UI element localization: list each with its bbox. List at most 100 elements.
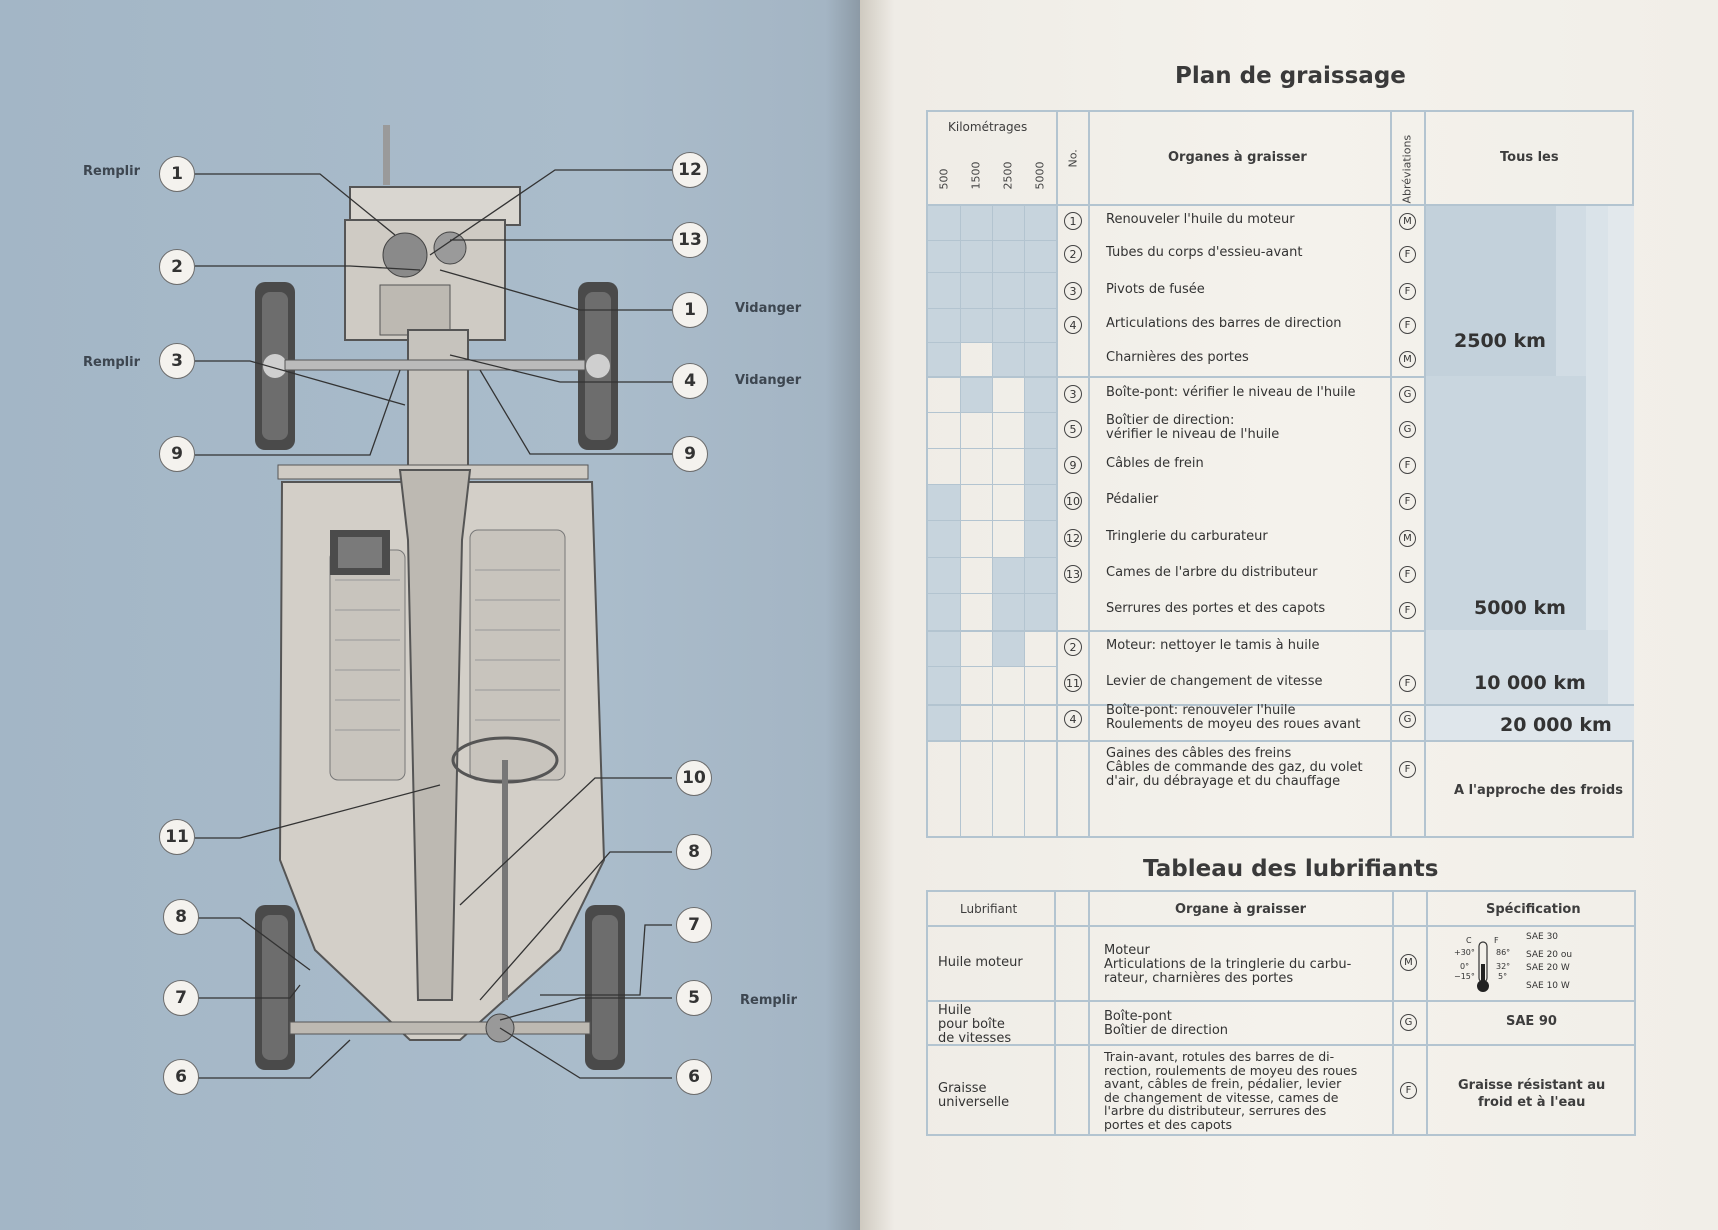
km-shade-1500-a <box>960 206 992 343</box>
spec-sae20w: SAE 20 W <box>1526 963 1570 973</box>
grid-v1 <box>960 206 961 838</box>
plan-row-text: Câbles de frein <box>1106 456 1204 471</box>
plan-row-text: Gaines des câbles des freins Câbles de c… <box>1106 746 1363 789</box>
plan-row-text: Boîte-pont: vérifier le niveau de l'huil… <box>1106 385 1356 400</box>
callout-6-left: 6 <box>163 1059 199 1095</box>
plan-row-text: Levier de changement de vitesse <box>1106 674 1323 689</box>
header-km-5000: 5000 <box>1033 161 1047 190</box>
plan-row-text: Cames de l'arbre du distributeur <box>1106 565 1318 580</box>
grid-v3 <box>1024 206 1025 838</box>
km-shade-500-a <box>928 206 960 376</box>
thermo-cm15: −15° <box>1454 972 1475 981</box>
grid-h-km <box>928 240 1056 241</box>
right-page-tables: Plan de graissage <box>860 0 1718 1230</box>
grid-h-header <box>928 204 1634 206</box>
plan-row-abbreviation: F <box>1399 675 1416 692</box>
grid-h-km-7 <box>928 484 1056 485</box>
grid-h-km-4 <box>928 342 1056 343</box>
thermo-f32: 32° <box>1496 962 1511 971</box>
header-tous-les: Tous les <box>1500 150 1559 165</box>
grid-h-km-9 <box>928 557 1056 558</box>
chassis-illustration <box>195 125 672 1079</box>
plan-row-text: Renouveler l'huile du moteur <box>1106 212 1295 227</box>
plan-row-text: Boîtier de direction: vérifier le niveau… <box>1106 413 1280 442</box>
callout-1-top: 1 <box>159 156 195 192</box>
interval-strip-20000-right <box>1608 206 1634 704</box>
km-shade-500-d <box>928 704 960 740</box>
thermometer-icon <box>1477 941 1489 992</box>
lub-grid-v4 <box>1426 892 1428 1136</box>
lub-grid-v1 <box>1054 892 1056 1136</box>
thermo-f: F <box>1494 936 1499 945</box>
plan-row-text: Pédalier <box>1106 492 1159 507</box>
plan-row-abbreviation: F <box>1399 493 1416 510</box>
lub-grid-v3 <box>1392 892 1394 1136</box>
interval-5000: 5000 km <box>1474 597 1566 619</box>
grid-v4 <box>1056 112 1058 838</box>
header-km-500: 500 <box>937 168 951 190</box>
plan-row-abbreviation: F <box>1399 457 1416 474</box>
plan-row-number: 4 <box>1064 316 1082 334</box>
lub-row1-lubrifiant: Huile moteur <box>938 955 1023 970</box>
spec-sae10w: SAE 10 W <box>1526 981 1570 991</box>
grid-h-km-11 <box>928 666 1056 667</box>
km-shade-5000-a <box>1024 206 1056 376</box>
plan-row-number: 9 <box>1064 456 1082 474</box>
interval-froids: A l'approche des froids <box>1454 783 1623 798</box>
plan-row-text: Charnières des portes <box>1106 350 1249 365</box>
plan-row-text: Moteur: nettoyer le tamis à huile <box>1106 638 1320 653</box>
callout-11: 11 <box>159 819 195 855</box>
grid-h-km-10 <box>928 593 1056 594</box>
km-shade-1500-b <box>960 376 992 412</box>
interval-2500: 2500 km <box>1454 330 1546 352</box>
plan-row-number: 2 <box>1064 245 1082 263</box>
callout-8-left: 8 <box>163 899 199 935</box>
grid-h-group2 <box>928 630 1426 632</box>
grid-v5 <box>1088 112 1090 838</box>
lub-grid-h1 <box>928 925 1636 927</box>
interval-block-20000 <box>1426 704 1634 740</box>
callout-6-right: 6 <box>676 1059 712 1095</box>
plan-row-text: Boîte-pont: renouveler l'huile Roulement… <box>1106 703 1361 732</box>
lubricants-table: Lubrifiant Organe à graisser Spécificati… <box>926 890 1636 1136</box>
callout-7-left: 7 <box>163 980 199 1016</box>
lub-row2-lubrifiant: Huile pour boîte de vitesses <box>938 1003 1012 1046</box>
grid-v2 <box>992 206 993 838</box>
callout-12: 12 <box>672 152 708 188</box>
interval-strip-20000 <box>1586 206 1608 630</box>
callout-9-right: 9 <box>672 436 708 472</box>
plan-row-abbreviation: M <box>1399 351 1416 368</box>
lub-grid-v2 <box>1088 892 1090 1136</box>
plan-row-number: 4 <box>1064 710 1082 728</box>
lub-row2-spec: SAE 90 <box>1506 1014 1557 1029</box>
callout-3: 3 <box>159 343 195 379</box>
lub-header-spec: Spécification <box>1486 902 1581 917</box>
grid-h-km-6 <box>928 448 1056 449</box>
callout-10: 10 <box>676 760 712 796</box>
plan-row-abbreviation: F <box>1399 566 1416 583</box>
lub-row2-abbr: G <box>1400 1014 1417 1031</box>
left-page-chassis-diagram: 1 2 3 9 12 13 1 4 9 10 11 8 8 7 7 5 6 6 … <box>0 0 860 1230</box>
header-kilometrages: Kilométrages <box>948 120 1028 134</box>
plan-row-number: 10 <box>1064 492 1082 510</box>
plan-row-number: 2 <box>1064 638 1082 656</box>
plan-row-text: Tringlerie du carburateur <box>1106 529 1268 544</box>
interval-20000: 20 000 km <box>1500 714 1612 736</box>
km-shade-2500-c <box>992 630 1024 666</box>
callout-9-left: 9 <box>159 436 195 472</box>
plan-row-abbreviation: G <box>1399 386 1416 403</box>
interval-block-2500 <box>1426 206 1556 376</box>
plan-row-text: Serrures des portes et des capots <box>1106 601 1326 616</box>
grid-h-km-8 <box>928 520 1056 521</box>
km-shade-2500-a <box>992 206 1024 376</box>
lub-grid-h2 <box>928 1000 1636 1002</box>
callout-4: 4 <box>672 363 708 399</box>
lub-row3-spec: Graisse résistant au froid et à l'eau <box>1458 1078 1606 1110</box>
plan-row-number: 12 <box>1064 529 1082 547</box>
thermo-c: C <box>1466 936 1472 945</box>
interval-10000: 10 000 km <box>1474 672 1586 694</box>
plan-row-text: Pivots de fusée <box>1106 282 1205 297</box>
plan-row-number: 3 <box>1064 385 1082 403</box>
grid-v7 <box>1424 112 1426 838</box>
plan-row-abbreviation: G <box>1399 711 1416 728</box>
